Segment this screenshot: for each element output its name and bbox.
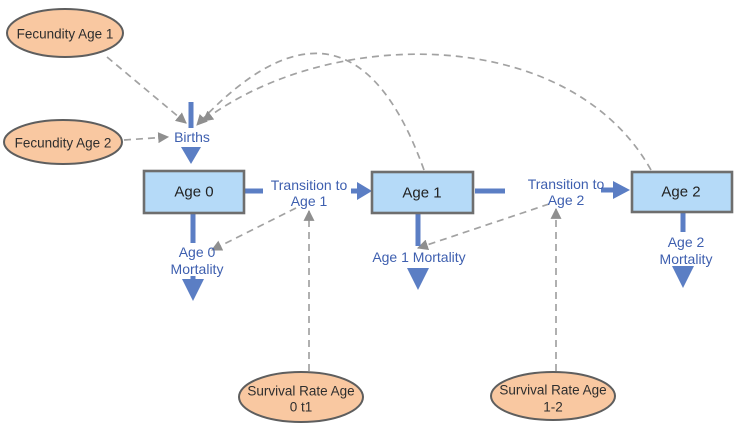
variable-fecundity-age-1-label: Fecundity Age 1 [17,27,114,42]
connectors-group [106,52,652,371]
flow-transition1-label-line1[interactable]: Transition to [271,177,348,193]
flow-mortality0-label-line2[interactable]: Mortality [171,261,224,277]
flow-transition2-label-line1[interactable]: Transition to [528,176,605,192]
flow-mortality2-label-line1[interactable]: Age 2 [668,234,705,250]
flow-births-label[interactable]: Births [174,129,210,145]
stock-age-1-shape[interactable] [370,170,475,215]
connector-transition1-to-mortality0[interactable] [211,207,297,251]
variable-fecundity-age-2-label: Fecundity Age 2 [15,136,112,151]
stock-age-0-label: Age 0 [174,184,213,201]
flow-births-arrowhead [181,147,201,164]
variable-survival-rate-age-1-2-label-line2: 1-2 [543,400,563,415]
flow-mortality0-arrowhead [182,279,204,301]
stock-age-0-shape[interactable] [142,169,246,215]
flow-mortality2-arrowhead [672,266,694,288]
flow-transition1-label-line2[interactable]: Age 1 [291,193,328,209]
variable-survival-rate-age-1-2: Survival Rate Age 1-2 [490,371,616,421]
stock-age-2: Age 2 [630,170,734,214]
variable-fecundity-age-2: Fecundity Age 2 [3,119,123,165]
flow-mortality2-label-line2[interactable]: Mortality [660,251,713,267]
variable-fecundity-age-1-shape[interactable] [6,8,124,58]
connector-age1-to-births-arc[interactable] [196,52,425,171]
flow-mortality1-arrowhead [407,268,429,290]
flow-mortality0-label-line1[interactable]: Age 0 [179,244,216,260]
connector-fecundity2-to-births[interactable] [123,132,170,144]
flow-mortality1-label[interactable]: Age 1 Mortality [372,249,465,265]
variable-fecundity-age-1: Fecundity Age 1 [6,8,124,58]
variable-survival-rate-age-0-t1-label-line2: 0 t1 [290,400,313,415]
flows-group [181,102,694,301]
variable-survival-rate-age-0-t1-label-line1: Survival Rate Age [247,384,354,399]
stock-age-2-label: Age 2 [661,184,700,201]
stock-age-2-shape[interactable] [630,170,734,214]
flow-labels-group: Births Transition to Age 1 Transition to… [171,129,713,277]
variable-survival-rate-age-0-t1-shape[interactable] [238,371,364,423]
flow-transition2-arrowhead [613,181,630,199]
variable-survival-rate-age-1-2-label-line1: Survival Rate Age [499,383,606,398]
variable-fecundity-age-2-shape[interactable] [3,119,123,165]
connector-age2-to-births-arc[interactable] [202,53,652,171]
stock-age-1-label: Age 1 [402,185,441,202]
flow-transition2-label-line2[interactable]: Age 2 [548,192,585,208]
variable-survival-rate-age-0-t1: Survival Rate Age 0 t1 [238,371,364,423]
variable-survival-rate-age-1-2-shape[interactable] [490,371,616,421]
stock-age-0: Age 0 [142,169,246,215]
connector-fecundity1-to-births[interactable] [106,56,187,124]
stock-age-1: Age 1 [370,170,475,215]
flow-transition1-arrowhead [357,182,372,200]
